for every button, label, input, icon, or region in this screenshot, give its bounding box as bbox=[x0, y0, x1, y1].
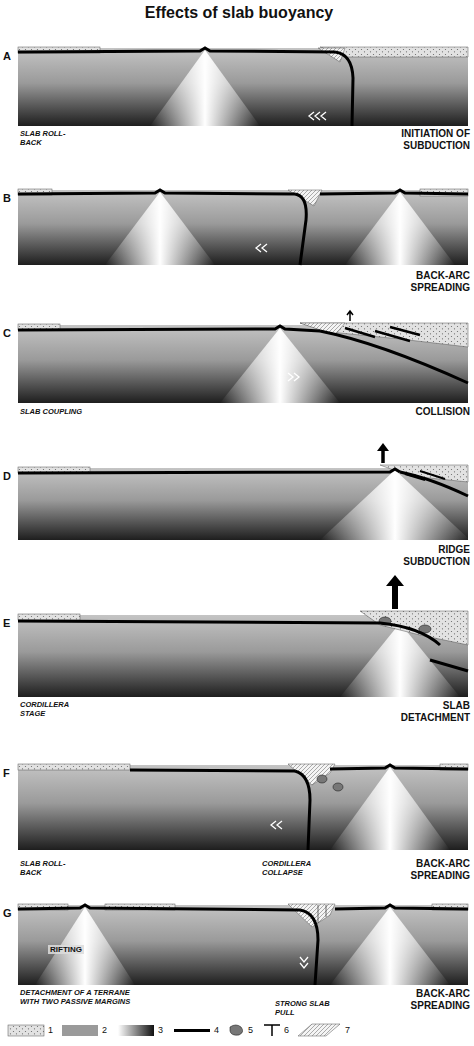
process-note: RIFTING bbox=[48, 945, 84, 954]
stage-label: RIDGE SUBDUCTION bbox=[374, 544, 470, 567]
process-note: SLAB ROLL-BACK bbox=[20, 860, 72, 877]
process-note: CORDILLERA COLLAPSE bbox=[262, 860, 332, 877]
legend-samples bbox=[8, 1024, 340, 1036]
stage-label: BACK-ARC SPREADING bbox=[392, 858, 470, 881]
panel-f bbox=[18, 764, 468, 850]
panel-a bbox=[18, 47, 468, 126]
panel-letter: D bbox=[3, 470, 11, 483]
panel-letter: B bbox=[3, 192, 11, 205]
panel-letter: C bbox=[3, 327, 11, 340]
legend-number: 3 bbox=[158, 1025, 163, 1035]
panel-c bbox=[18, 311, 468, 403]
panel-g bbox=[18, 904, 468, 985]
process-note: CORDILLERA STAGE bbox=[20, 701, 80, 718]
stage-label: SLAB DETACHMENT bbox=[374, 700, 470, 723]
legend-swatch bbox=[62, 1025, 98, 1036]
stage-label: INITIATION OF SUBDUCTION bbox=[340, 128, 470, 151]
legend-number: 6 bbox=[284, 1025, 289, 1035]
panel-b bbox=[18, 189, 468, 265]
legend-number: 2 bbox=[102, 1025, 107, 1035]
legend-number: 5 bbox=[248, 1025, 253, 1035]
panel-letter: E bbox=[3, 617, 10, 630]
panel-letter: F bbox=[3, 767, 10, 780]
panel-e bbox=[18, 575, 468, 697]
panel-d bbox=[18, 443, 470, 540]
panel-letter: A bbox=[3, 50, 11, 63]
legend-number: 4 bbox=[214, 1025, 219, 1035]
process-note: SLAB COUPLING bbox=[20, 408, 82, 417]
panel-letter: G bbox=[3, 907, 12, 920]
process-note: STRONG SLAB PULL bbox=[275, 1000, 345, 1017]
stage-label: BACK-ARC SPREADING bbox=[392, 988, 470, 1011]
legend-number: 1 bbox=[48, 1025, 53, 1035]
process-note: DETACHMENT OF A TERRANE WITH TWO PASSIVE… bbox=[20, 989, 145, 1006]
process-note: SLAB ROLL-BACK bbox=[20, 130, 72, 147]
legend-number: 7 bbox=[345, 1025, 350, 1035]
stage-label: BACK-ARC SPREADING bbox=[392, 270, 470, 293]
diagram-title: Effects of slab buoyancy bbox=[2, 4, 474, 22]
stage-label: COLLISION bbox=[370, 406, 470, 418]
